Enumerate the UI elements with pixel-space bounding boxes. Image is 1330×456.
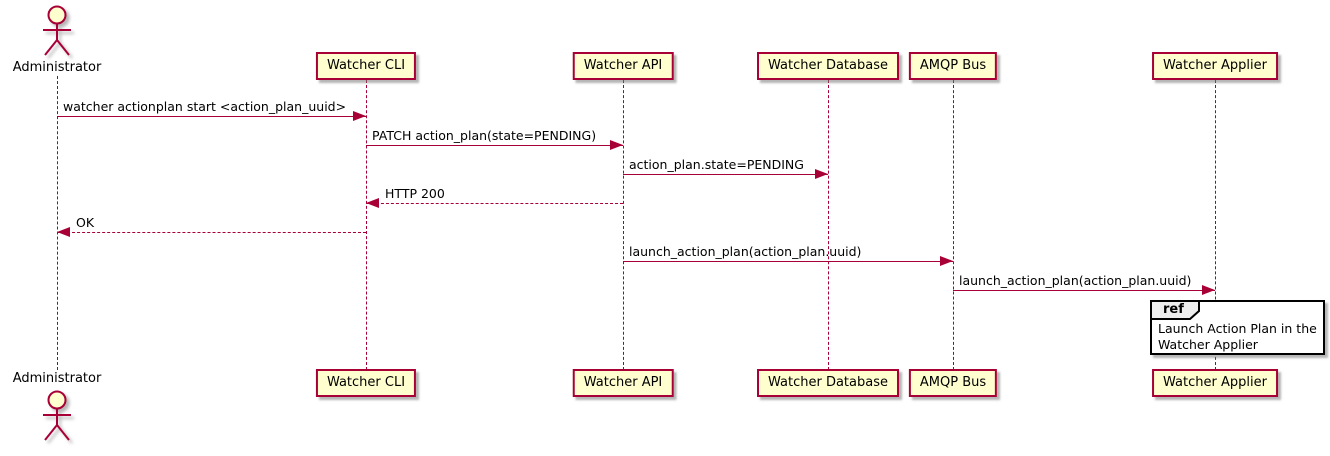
message-label: OK — [76, 215, 95, 230]
lifeline-amqp-bus — [953, 80, 954, 370]
lifeline-watcher-cli — [366, 80, 367, 370]
participant-amqp-bus-bottom: AMQP Bus — [908, 369, 998, 397]
participant-watcher-database-top: Watcher Database — [757, 52, 899, 80]
arrowhead-right-icon — [353, 111, 366, 121]
arrowhead-right-icon — [1202, 285, 1215, 295]
actor-icon — [43, 390, 71, 441]
message-line — [366, 145, 623, 146]
participant-watcher-cli-bottom: Watcher CLI — [315, 369, 417, 397]
message-line — [953, 290, 1215, 291]
message-label: PATCH action_plan(state=PENDING) — [372, 128, 597, 143]
ref-text-line: Watcher Applier — [1158, 337, 1258, 352]
ref-tab-shape — [1150, 300, 1200, 320]
actor-figure-top — [31, 3, 83, 63]
actor-icon — [43, 5, 71, 56]
message-line — [366, 203, 623, 204]
message-line — [57, 116, 366, 117]
arrowhead-right-icon — [610, 140, 623, 150]
message-line — [57, 232, 366, 233]
actor-label-bottom: Administrator — [12, 371, 102, 386]
lifeline-actor — [57, 76, 58, 370]
participant-watcher-api-top: Watcher API — [572, 52, 674, 80]
arrowhead-left-icon — [57, 227, 70, 237]
arrowhead-right-icon — [940, 256, 953, 266]
actor-label-top: Administrator — [12, 60, 102, 75]
message-label: HTTP 200 — [385, 186, 445, 201]
lifeline-watcher-applier — [1215, 80, 1216, 370]
lifeline-watcher-database — [828, 80, 829, 370]
message-line — [623, 174, 828, 175]
message-label: launch_action_plan(action_plan.uuid) — [629, 244, 862, 259]
ref-tab — [1150, 300, 1210, 326]
actor-figure-bottom — [31, 388, 83, 448]
participant-watcher-applier-top: Watcher Applier — [1152, 52, 1278, 80]
participant-watcher-cli-top: Watcher CLI — [315, 52, 417, 80]
arrowhead-right-icon — [815, 169, 828, 179]
participant-watcher-api-bottom: Watcher API — [572, 369, 674, 397]
participant-watcher-applier-bottom: Watcher Applier — [1152, 369, 1278, 397]
lifeline-watcher-api — [623, 80, 624, 370]
participant-watcher-database-bottom: Watcher Database — [757, 369, 899, 397]
participant-amqp-bus-top: AMQP Bus — [908, 52, 998, 80]
message-label: launch_action_plan(action_plan.uuid) — [959, 273, 1192, 288]
arrowhead-left-icon — [366, 198, 379, 208]
message-line — [623, 261, 953, 262]
ref-text-line: Launch Action Plan in the — [1158, 321, 1317, 336]
ref-keyword: ref — [1163, 302, 1184, 317]
message-label: action_plan.state=PENDING — [629, 157, 804, 172]
message-label: watcher actionplan start <action_plan_uu… — [63, 99, 347, 114]
